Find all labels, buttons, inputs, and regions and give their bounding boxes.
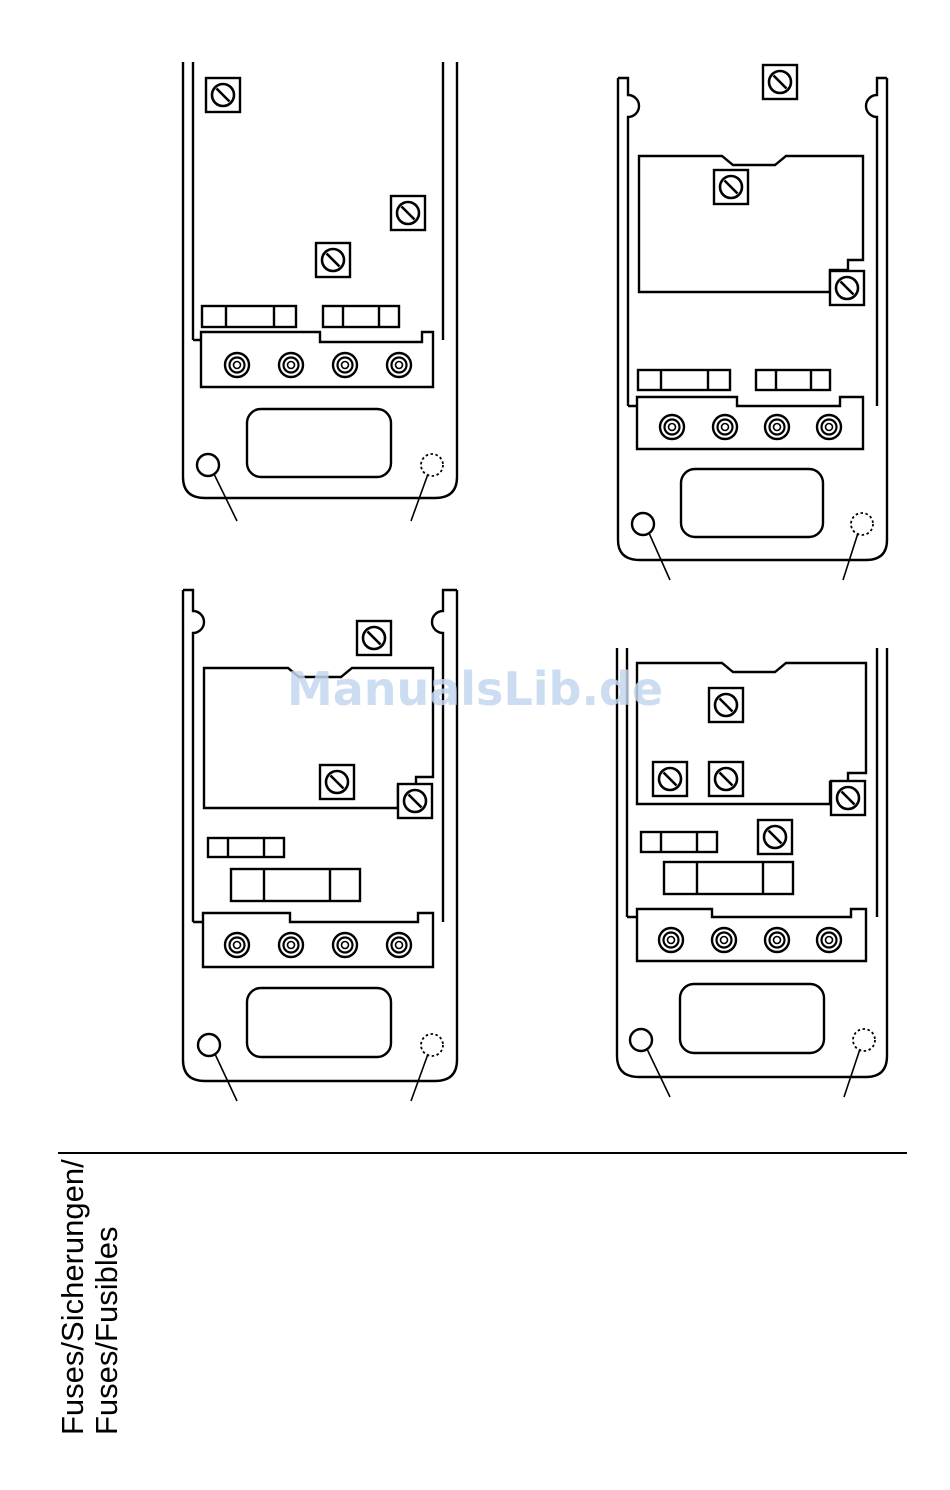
mounting-hole-hidden	[421, 454, 443, 476]
leader-line	[844, 1049, 860, 1097]
panel-top-left	[183, 62, 457, 521]
adjust-screw	[391, 196, 425, 230]
horizontal-divider	[58, 1152, 907, 1154]
housing-notch-right	[432, 590, 457, 922]
fuse-holder	[641, 832, 717, 852]
fuse-holder	[756, 370, 830, 390]
adjust-screw	[320, 765, 354, 799]
adjust-screw	[357, 621, 391, 655]
adjust-screw	[831, 781, 865, 815]
terminal-screw	[712, 928, 736, 952]
mounting-hole	[197, 454, 219, 476]
leader-line	[215, 1054, 237, 1101]
terminal-screw	[817, 415, 841, 439]
terminal-screw	[279, 933, 303, 957]
cable-entry	[247, 409, 391, 477]
cable-entry	[680, 984, 824, 1053]
housing-outline	[183, 62, 457, 498]
mounting-hole-hidden	[851, 513, 873, 535]
adjust-screw	[830, 271, 864, 305]
adjust-screw	[206, 78, 240, 112]
mounting-hole	[632, 513, 654, 535]
caption-line-2: Fuses/Fusibles	[90, 1159, 124, 1435]
housing-outline	[618, 78, 887, 560]
terminal-screw	[333, 933, 357, 957]
terminal-screw	[765, 928, 789, 952]
adjust-screw	[714, 170, 748, 204]
terminal-screw	[387, 353, 411, 377]
cable-entry	[681, 469, 823, 537]
mounting-hole-hidden	[853, 1029, 875, 1051]
panel-top-right	[618, 78, 887, 580]
adjust-screw	[758, 820, 792, 854]
terminal-screw	[817, 928, 841, 952]
mounting-hole	[198, 1034, 220, 1056]
leader-line	[649, 533, 670, 580]
terminal-screw	[333, 353, 357, 377]
terminal-screw	[387, 933, 411, 957]
fuse-holder	[202, 306, 296, 327]
terminal-screw	[660, 415, 684, 439]
leader-line	[647, 1049, 670, 1097]
terminal-screw	[659, 928, 683, 952]
fuse-holder	[638, 370, 730, 390]
leader-line	[843, 533, 858, 580]
terminal-screw	[225, 933, 249, 957]
adjust-screw	[763, 65, 797, 99]
fuse-holder-large	[231, 869, 360, 901]
fuse-holder-large	[664, 862, 793, 894]
mounting-hole	[630, 1029, 652, 1051]
mounting-hole-hidden	[421, 1034, 443, 1056]
leader-line	[411, 1054, 428, 1101]
terminal-screw	[713, 415, 737, 439]
caption-line-1: Fuses/Sicherungen/	[56, 1159, 90, 1435]
watermark: ManualsLib.de	[0, 662, 950, 716]
cable-entry	[247, 988, 391, 1057]
adjust-screw	[709, 762, 743, 796]
terminal-screw	[765, 415, 789, 439]
fuse-holder	[208, 838, 284, 857]
adjust-screw	[653, 762, 687, 796]
adjust-screw	[398, 784, 432, 818]
terminal-screw	[225, 353, 249, 377]
housing-notch-left	[618, 78, 639, 406]
housing-notch-left	[183, 590, 204, 922]
housing-notch-right	[866, 78, 887, 406]
adjust-screw	[316, 243, 350, 277]
section-caption: Fuses/Sicherungen/ Fuses/Fusibles	[56, 1159, 124, 1435]
fuse-holder	[323, 306, 399, 327]
terminal-screw	[279, 353, 303, 377]
